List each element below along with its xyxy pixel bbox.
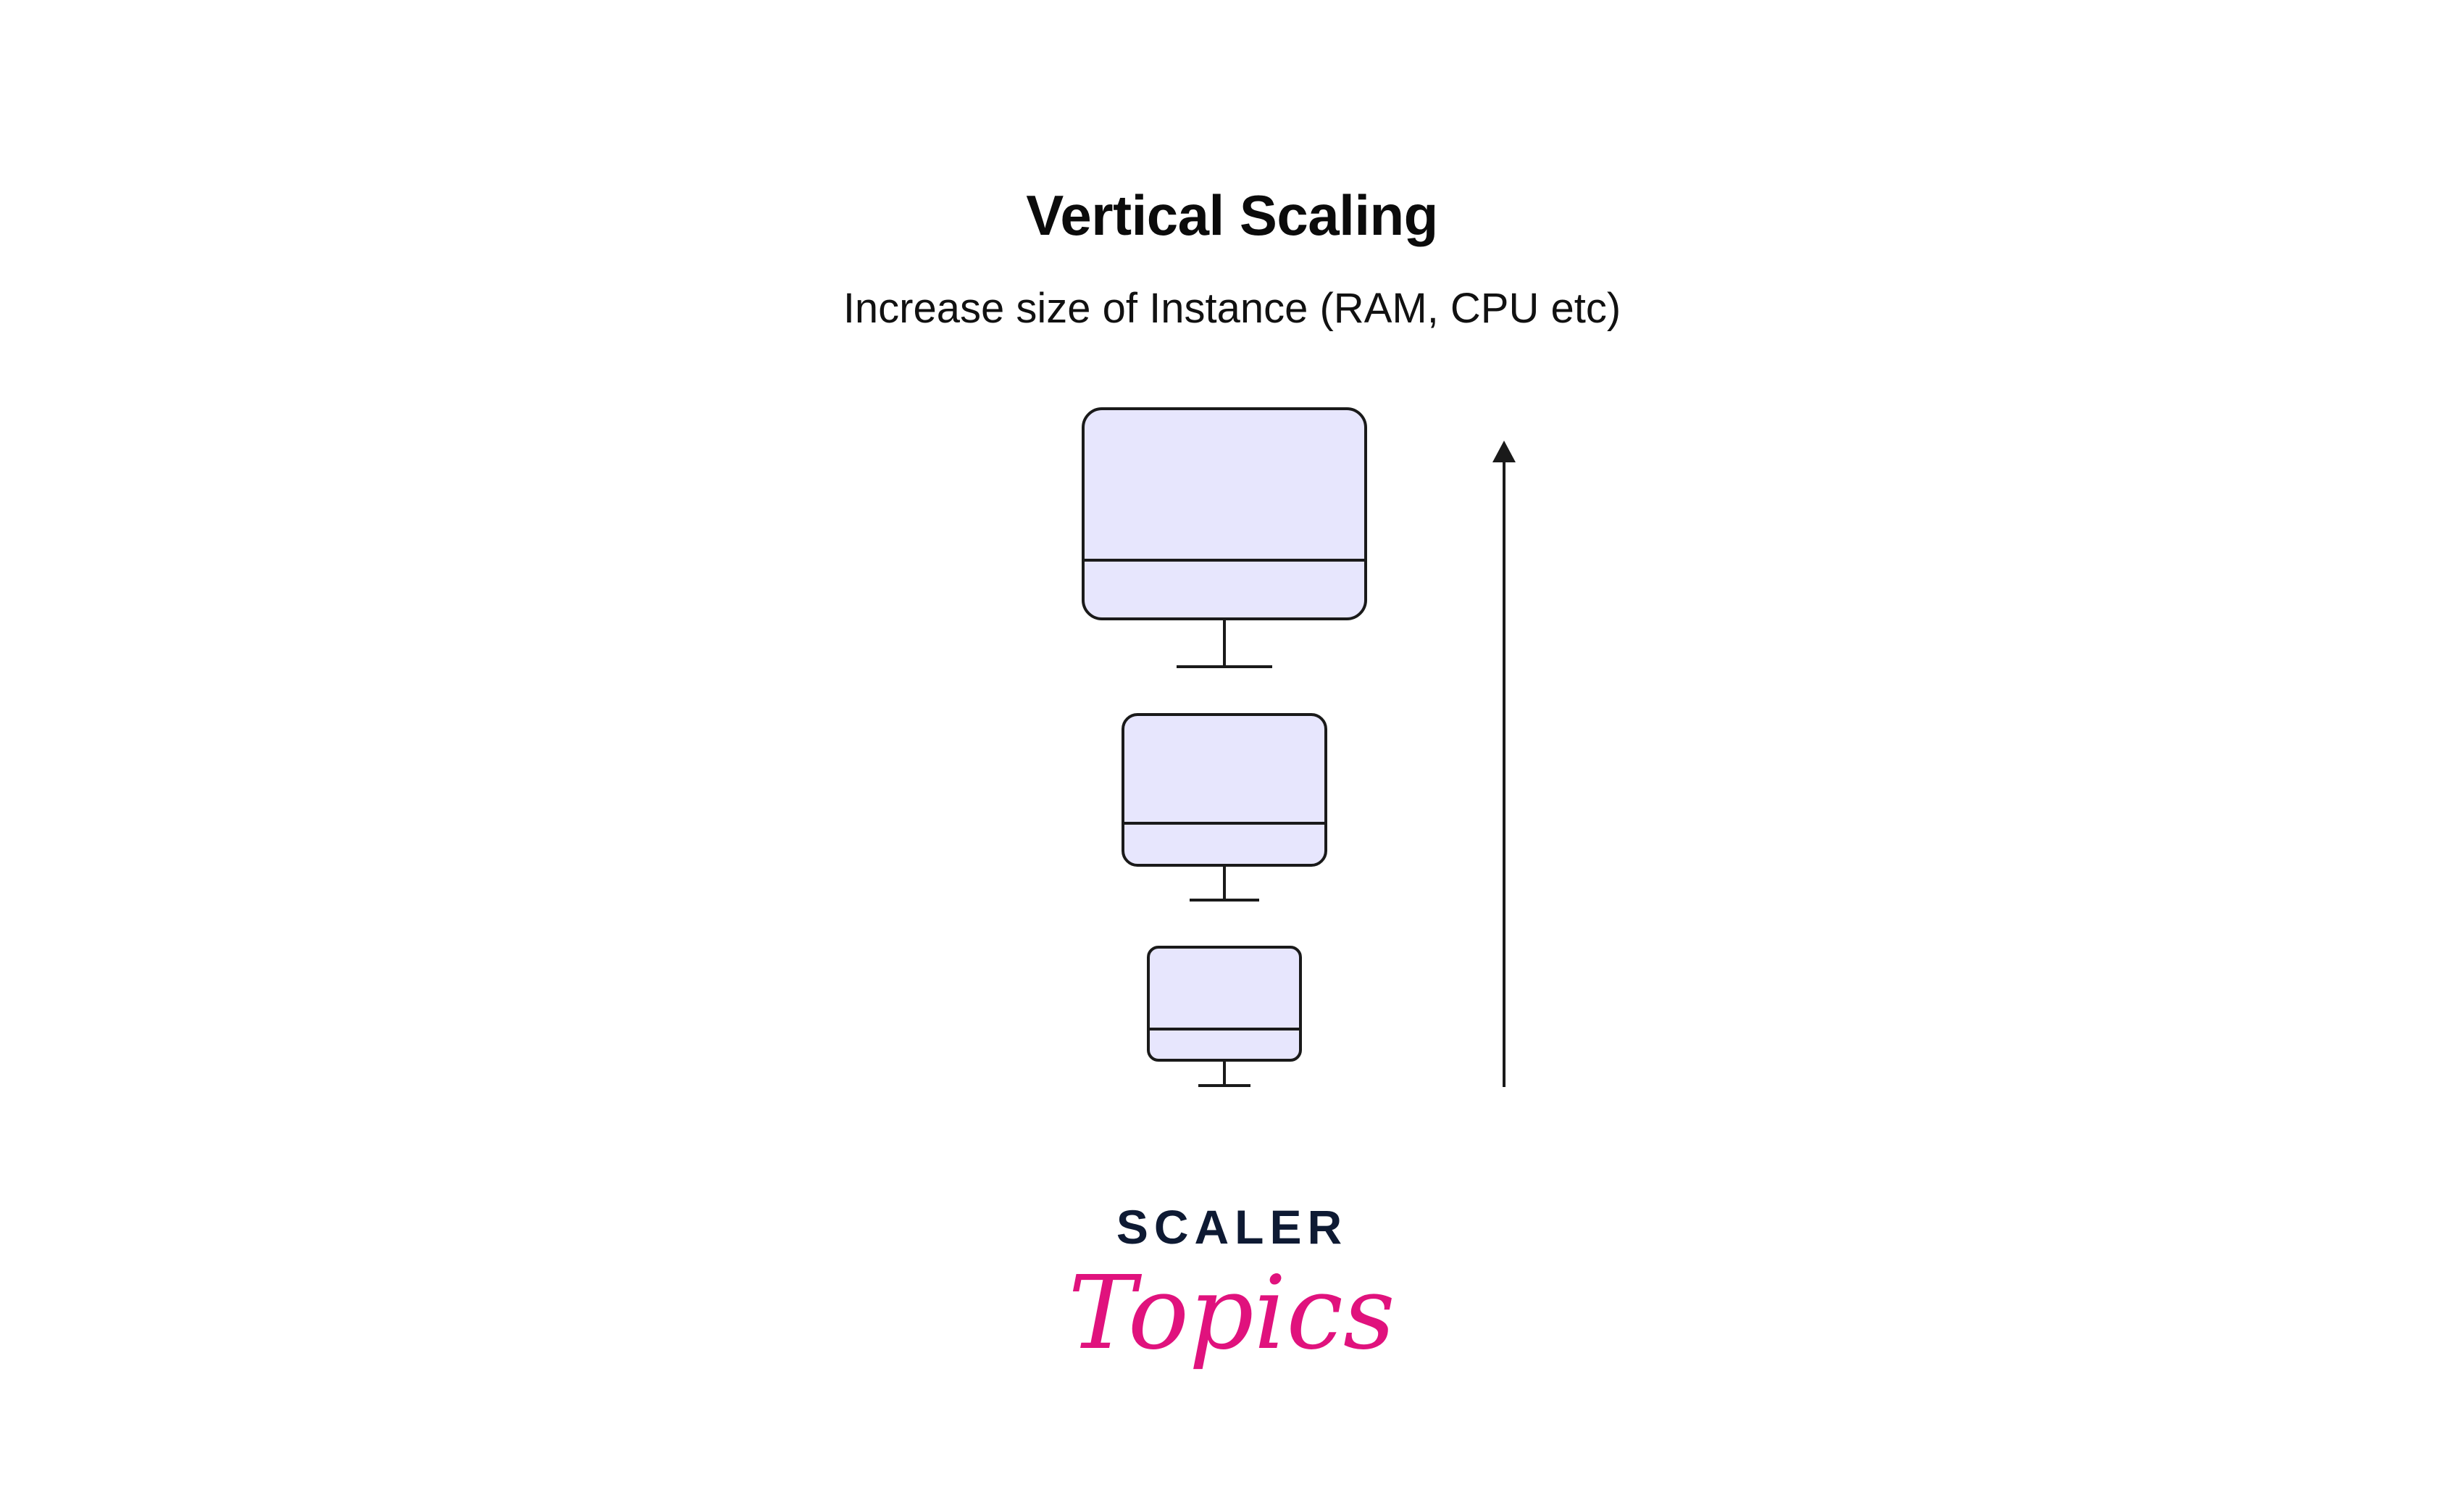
small-monitor-icon: [1147, 946, 1302, 1087]
diagram-title: Vertical Scaling: [1026, 183, 1438, 247]
large-monitor-icon: [1082, 407, 1367, 668]
scale-up-arrow-icon: [1492, 441, 1516, 1087]
logo-wordmark: SCALER: [1116, 1200, 1348, 1254]
medium-monitor-icon: [1122, 713, 1327, 902]
scaler-topics-logo-icon: Topics: [1068, 1254, 1395, 1373]
diagram-subtitle: Increase size of Instance (RAM, CPU etc): [843, 285, 1621, 332]
svg-text:Topics: Topics: [1068, 1254, 1395, 1373]
